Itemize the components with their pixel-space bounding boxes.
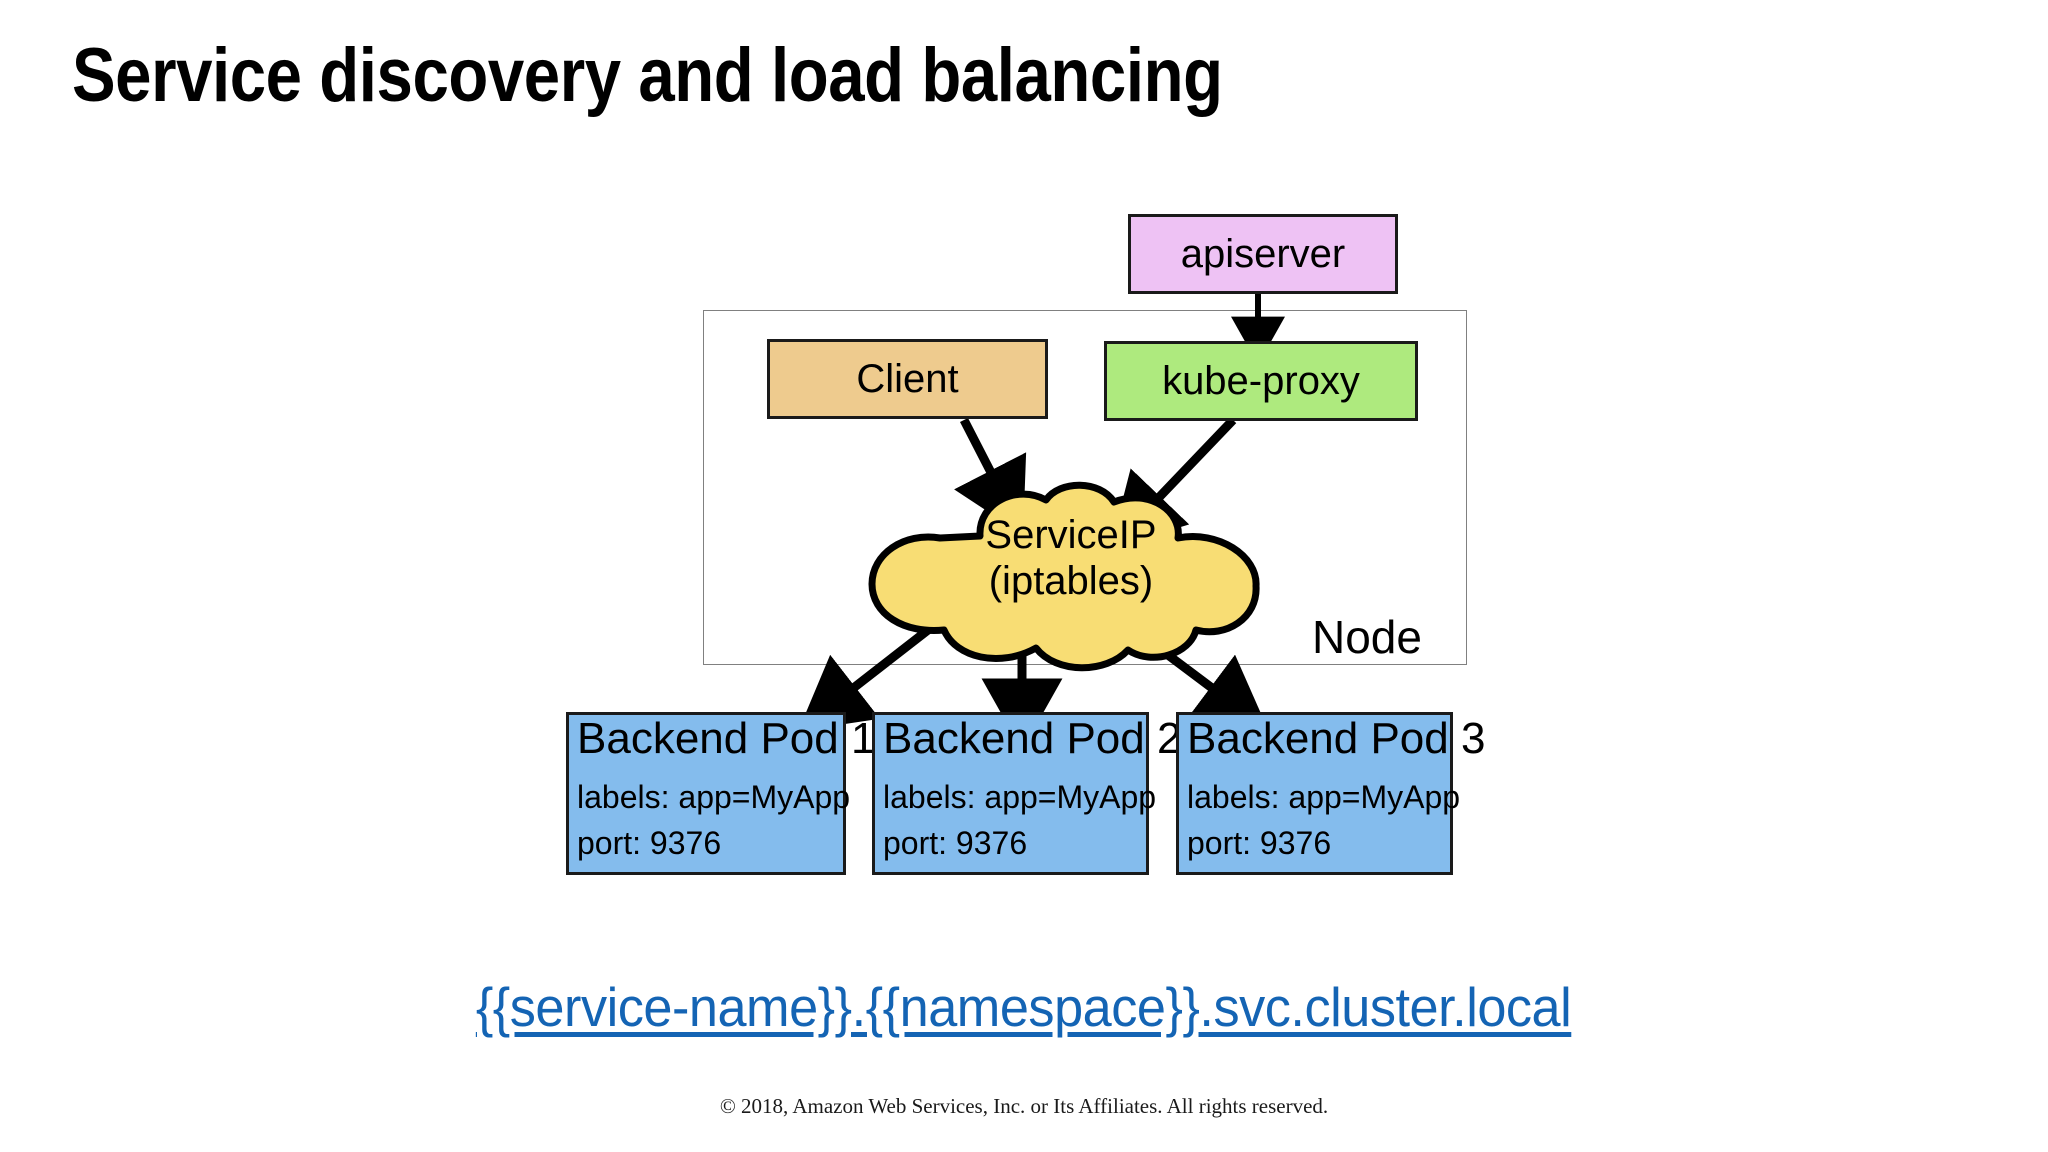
client-box[interactable]: Client	[767, 339, 1048, 419]
backend-pod-1-labels: labels: app=MyApp	[577, 779, 851, 815]
kube-proxy-box[interactable]: kube-proxy	[1104, 341, 1418, 421]
backend-pod-1-title: Backend Pod 1	[577, 714, 876, 763]
backend-pod-2[interactable]: Backend Pod 2 labels: app=MyApp port: 93…	[872, 712, 1181, 875]
dns-link-row: {{service-name}}.{{namespace}}.svc.clust…	[0, 975, 2048, 1039]
backend-pod-3-labels: labels: app=MyApp	[1187, 779, 1461, 815]
backend-pod-1[interactable]: Backend Pod 1 labels: app=MyApp port: 93…	[566, 712, 875, 875]
serviceip-cloud-shape[interactable]	[860, 478, 1280, 678]
arrow-client-to-serviceip	[954, 417, 1027, 535]
backend-pod-3-title: Backend Pod 3	[1187, 714, 1486, 763]
apiserver-label: apiserver	[1180, 231, 1346, 276]
backend-pod-2-title: Backend Pod 2	[883, 714, 1182, 763]
copyright-footer: © 2018, Amazon Web Services, Inc. or Its…	[719, 1094, 1329, 1118]
node-container-label: Node	[1312, 611, 1422, 663]
kube-proxy-label: kube-proxy	[1162, 358, 1360, 403]
architecture-diagram: Node apiserver Client kube-proxy	[566, 214, 1485, 875]
backend-pod-3[interactable]: Backend Pod 3 labels: app=MyApp port: 93…	[1176, 712, 1485, 875]
backend-pod-3-port: port: 9376	[1187, 825, 1332, 861]
serviceip-cloud-text: ServiceIP (iptables)	[866, 512, 1276, 604]
page-title: Service discovery and load balancing	[72, 33, 1223, 118]
backend-pod-2-port: port: 9376	[883, 825, 1028, 861]
backend-pod-2-labels: labels: app=MyApp	[883, 779, 1157, 815]
service-dns-link[interactable]: {{service-name}}.{{namespace}}.svc.clust…	[476, 976, 1572, 1038]
apiserver-box[interactable]: apiserver	[1128, 214, 1398, 294]
client-label: Client	[856, 356, 959, 401]
arrow-kubeproxy-to-serviceip	[1110, 416, 1237, 549]
backend-pod-1-port: port: 9376	[577, 825, 722, 861]
serviceip-line1: ServiceIP	[985, 513, 1157, 557]
serviceip-line2: (iptables)	[988, 559, 1154, 603]
